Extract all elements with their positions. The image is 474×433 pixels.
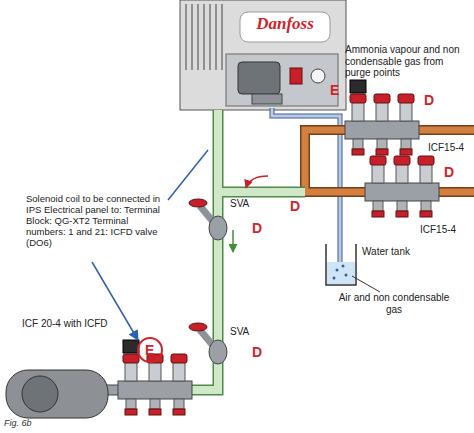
port-letter: D (424, 92, 434, 108)
icf15-valve (365, 156, 439, 217)
mechanism (226, 54, 338, 106)
leader-line (352, 276, 380, 292)
brand-logo: Danfoss (240, 14, 330, 34)
grille-line (221, 4, 223, 70)
grille-line (215, 4, 217, 70)
grille-line (209, 4, 211, 70)
fan-grille (186, 4, 222, 70)
valve-name: ICF 20-4 with ICFD (22, 318, 152, 330)
bubble (345, 274, 348, 277)
figure-caption: Fig. 6b (4, 418, 32, 428)
port-letter: D (444, 164, 454, 180)
logo-plate (240, 12, 330, 42)
wiring-note: Solenoid coil to be connected in IPS Ele… (26, 194, 168, 249)
bubble (342, 265, 345, 268)
sva-valve (189, 323, 227, 364)
valve-name: ICF15-4 (420, 224, 456, 236)
port-letter: D (290, 198, 300, 214)
grille-line (197, 4, 199, 70)
icf15-valve (345, 80, 419, 155)
flow-note: Air and non condensable gas (336, 292, 452, 315)
leader-line (168, 150, 208, 200)
grille-line (203, 4, 205, 70)
flow-arrow (246, 176, 268, 188)
valve-name: SVA (230, 326, 249, 338)
purger-unit (180, 0, 346, 110)
pipe-fitting (252, 94, 282, 104)
water-tank (326, 244, 356, 285)
valve-name: SVA (230, 198, 249, 210)
control-part (290, 68, 302, 84)
port-letter: E (145, 342, 154, 358)
float-housing (6, 370, 108, 418)
float-cover (22, 376, 58, 412)
grille-line (185, 4, 187, 70)
flow-note: Ammonia vapour and non condensable gas f… (345, 44, 471, 79)
compressor (238, 62, 280, 94)
icf20-valve (118, 340, 192, 415)
flow-arrow (232, 230, 234, 252)
grille-line (191, 4, 193, 70)
highlight-circle (138, 338, 162, 362)
gauge (311, 69, 325, 83)
air-bubbles (333, 265, 348, 280)
valve-name: ICF15-4 (428, 142, 464, 154)
bubble (336, 269, 339, 272)
port-letter: D (252, 344, 262, 360)
tank-water (327, 262, 355, 284)
tank-label: Water tank (362, 246, 412, 258)
bubble (333, 277, 336, 280)
port-letter: E (330, 82, 339, 98)
sva-valve (189, 199, 227, 240)
port-letter: D (252, 220, 262, 236)
